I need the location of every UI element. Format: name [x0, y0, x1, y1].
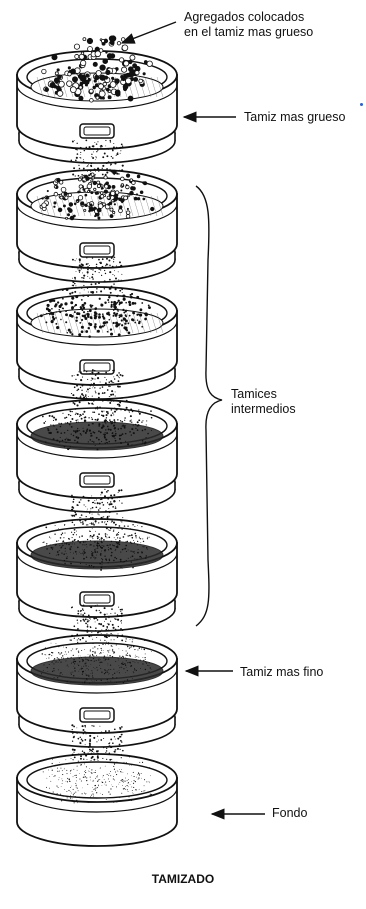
accent-dot	[360, 103, 363, 106]
diagram-caption: TAMIZADO	[0, 872, 366, 887]
coarsest-sieve-label: Tamiz mas grueso	[244, 110, 345, 125]
intermediate-line-2: intermedios	[231, 402, 296, 417]
intermediate-line-1: Tamices	[231, 387, 296, 402]
intermediate-brace	[196, 186, 222, 626]
pan-label: Fondo	[272, 806, 307, 821]
finest-sieve-label: Tamiz mas fino	[240, 665, 323, 680]
top-note-line-2: en el tamiz mas grueso	[184, 25, 364, 40]
sieve	[17, 51, 177, 163]
top-note-arrow	[122, 22, 176, 43]
intermediate-sieves-label: Tamices intermedios	[231, 387, 296, 417]
top-note-line-1: Agregados colocados	[184, 10, 364, 25]
top-note-label: Agregados colocados en el tamiz mas grue…	[184, 10, 364, 40]
